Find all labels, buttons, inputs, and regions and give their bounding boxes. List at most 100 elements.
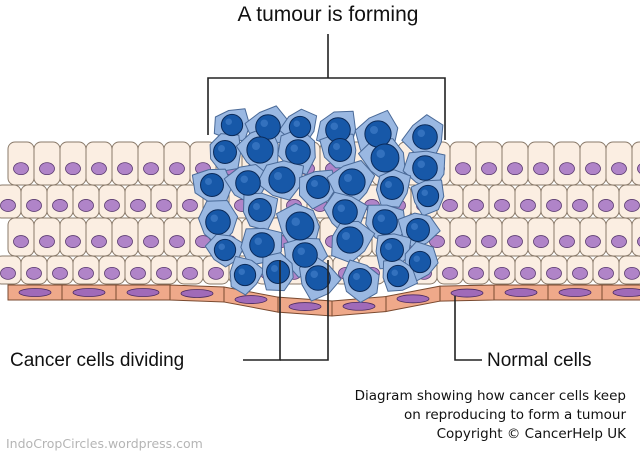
normal-cell-nucleus [468, 199, 484, 212]
nucleus-highlight [218, 145, 225, 152]
basement-cell-nucleus [234, 295, 268, 304]
normal-cell-nucleus [559, 162, 575, 176]
nucleus-highlight [413, 255, 420, 262]
caption-line: on reproducing to form a tumour [403, 407, 626, 423]
tumour-cell-nucleus [348, 268, 372, 292]
nucleus-highlight [391, 269, 398, 276]
tumour-cell-nucleus [336, 226, 364, 254]
caption: Diagram showing how cancer cells keep on… [355, 387, 626, 444]
normal-cell-nucleus [481, 235, 497, 248]
basement-cell-nucleus [180, 289, 214, 298]
normal-cell-nucleus [507, 162, 523, 176]
normal-cell-nucleus [611, 162, 627, 176]
normal-cell-nucleus [208, 266, 224, 280]
normal-cell-nucleus [455, 235, 471, 248]
normal-cell-nucleus [572, 266, 588, 280]
tumour-cell-nucleus [200, 173, 224, 197]
normal-cell-nucleus [182, 199, 198, 212]
tumour-cell-nucleus [255, 114, 281, 140]
basement-cell-nucleus [558, 288, 592, 297]
normal-cell-nucleus [598, 266, 614, 280]
normal-cell-nucleus [39, 235, 55, 248]
tumour-cell-nucleus [412, 124, 438, 150]
tumour-cell-nucleus [268, 166, 296, 194]
normal-cell-nucleus [520, 199, 536, 212]
normal-cell-nucleus [91, 235, 107, 248]
tumour-bracket-line [207, 77, 446, 140]
normal-cell-nucleus [91, 162, 107, 176]
normal-cell-nucleus [455, 162, 471, 176]
normal-cell-nucleus [169, 235, 185, 248]
normal-cell-nucleus [546, 199, 562, 212]
normal-cell-nucleus [507, 235, 523, 248]
tumour-cell-nucleus [406, 218, 430, 242]
normal-cell-nucleus [559, 235, 575, 248]
tumour-cell-nucleus [249, 232, 275, 258]
nucleus-highlight [385, 181, 392, 188]
tumour-cell-nucleus [220, 113, 244, 137]
normal-cell-nucleus [156, 199, 172, 212]
nucleus-highlight [218, 243, 225, 250]
normal-cell-nucleus [13, 235, 29, 248]
nucleus-highlight [376, 149, 385, 158]
caption-line: Diagram showing how cancer cells keep [354, 388, 626, 404]
basement-cell-nucleus [396, 294, 430, 304]
nucleus-highlight [421, 189, 428, 196]
nucleus-highlight [290, 144, 298, 152]
normal-cell-nucleus [104, 266, 120, 280]
normal-cell-nucleus [533, 162, 549, 176]
normal-cells-pointer-line [454, 296, 482, 361]
tumour-cell-nucleus [266, 260, 290, 284]
normal-cell-nucleus [65, 235, 81, 248]
normal-cell-nucleus [130, 199, 146, 212]
nucleus-highlight [297, 247, 305, 255]
normal-cell-nucleus [104, 199, 120, 212]
normal-cell-nucleus [78, 266, 94, 280]
nucleus-highlight [411, 223, 418, 230]
tumour-cell-nucleus [213, 238, 237, 262]
tumour-cell-nucleus [288, 115, 312, 139]
nucleus-highlight [311, 180, 318, 187]
nucleus-highlight [205, 178, 212, 185]
tumour-cell-nucleus [332, 199, 358, 225]
nucleus-highlight [210, 214, 218, 222]
tumour-cell-nucleus [306, 175, 330, 199]
nucleus-highlight [370, 126, 378, 134]
normal-cell-nucleus [442, 266, 458, 280]
nucleus-highlight [293, 120, 300, 127]
normal-cell-nucleus [65, 162, 81, 176]
normal-cell-nucleus [0, 199, 16, 212]
normal-cell-nucleus [130, 266, 146, 280]
normal-cell-nucleus [117, 235, 133, 248]
normal-cell-nucleus [52, 266, 68, 280]
normal-cell-nucleus [143, 162, 159, 176]
nucleus-highlight [310, 270, 318, 278]
nucleus-highlight [238, 268, 245, 275]
tumour-cell-nucleus [386, 264, 410, 288]
tumour-cell-nucleus [248, 198, 272, 222]
normal-cell-nucleus [468, 266, 484, 280]
normal-cell-nucleus [117, 162, 133, 176]
nucleus-highlight [271, 265, 278, 272]
basement-cell-nucleus [18, 288, 52, 297]
normal-cell-nucleus [429, 235, 445, 248]
tumour-cell-nucleus [364, 120, 392, 148]
basement-cell-nucleus [126, 288, 160, 297]
tumour-cell-nucleus [372, 209, 398, 235]
tumour-cell-nucleus [205, 209, 231, 235]
tumour-cell-nucleus [292, 242, 318, 268]
nucleus-highlight [252, 142, 260, 150]
tumour-cell-nucleus [380, 238, 404, 262]
tumour-cell-nucleus [235, 170, 261, 196]
nucleus-highlight [417, 160, 425, 168]
nucleus-highlight [260, 119, 268, 127]
basement-cell-layer [7, 284, 640, 317]
normal-cell-nucleus [156, 266, 172, 280]
normal-cell-nucleus [598, 199, 614, 212]
normal-cell-nucleus [611, 235, 627, 248]
tumour-cell-nucleus [370, 143, 400, 173]
normal-cell-nucleus [78, 199, 94, 212]
normal-cell-nucleus [585, 162, 601, 176]
basement-cell-nucleus [612, 288, 640, 297]
